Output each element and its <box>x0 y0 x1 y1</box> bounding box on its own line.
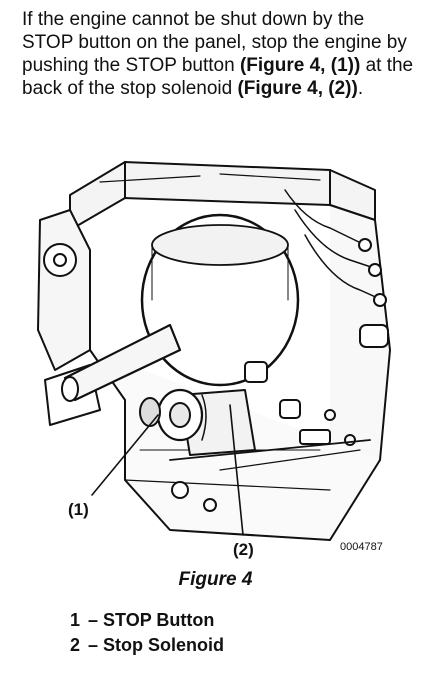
instruction-paragraph: If the engine cannot be shut down by the… <box>22 8 417 100</box>
legend-number: 2 <box>70 635 81 655</box>
figure-part-code: 0004787 <box>340 541 383 553</box>
callout-stop-button: (1) <box>68 500 89 519</box>
instruction-text-3: . <box>357 78 364 99</box>
leader-line-2 <box>229 404 244 536</box>
figure-caption: Figure 4 <box>178 569 253 590</box>
instruction-text-2: at the back of the stop solenoid <box>22 55 414 99</box>
legend-number: 1 <box>70 610 81 630</box>
legend-item: 2 – Stop Solenoid <box>70 633 224 658</box>
legend-label: – Stop Solenoid <box>88 635 225 655</box>
figure-ref-stop-solenoid: (Figure 4, (2)) <box>237 78 358 99</box>
figure-legend: 1 – STOP Button 2 – Stop Solenoid <box>70 608 224 658</box>
legend-label: – STOP Button <box>88 610 215 630</box>
callout-stop-solenoid: (2) <box>233 540 254 559</box>
engine-illustration <box>37 161 391 541</box>
legend-item: 1 – STOP Button <box>70 608 224 633</box>
instruction-text-1: If the engine cannot be shut down by the… <box>22 9 407 76</box>
leader-line-1 <box>91 414 159 496</box>
figure-ref-stop-button: (Figure 4, (1)) <box>239 55 361 76</box>
